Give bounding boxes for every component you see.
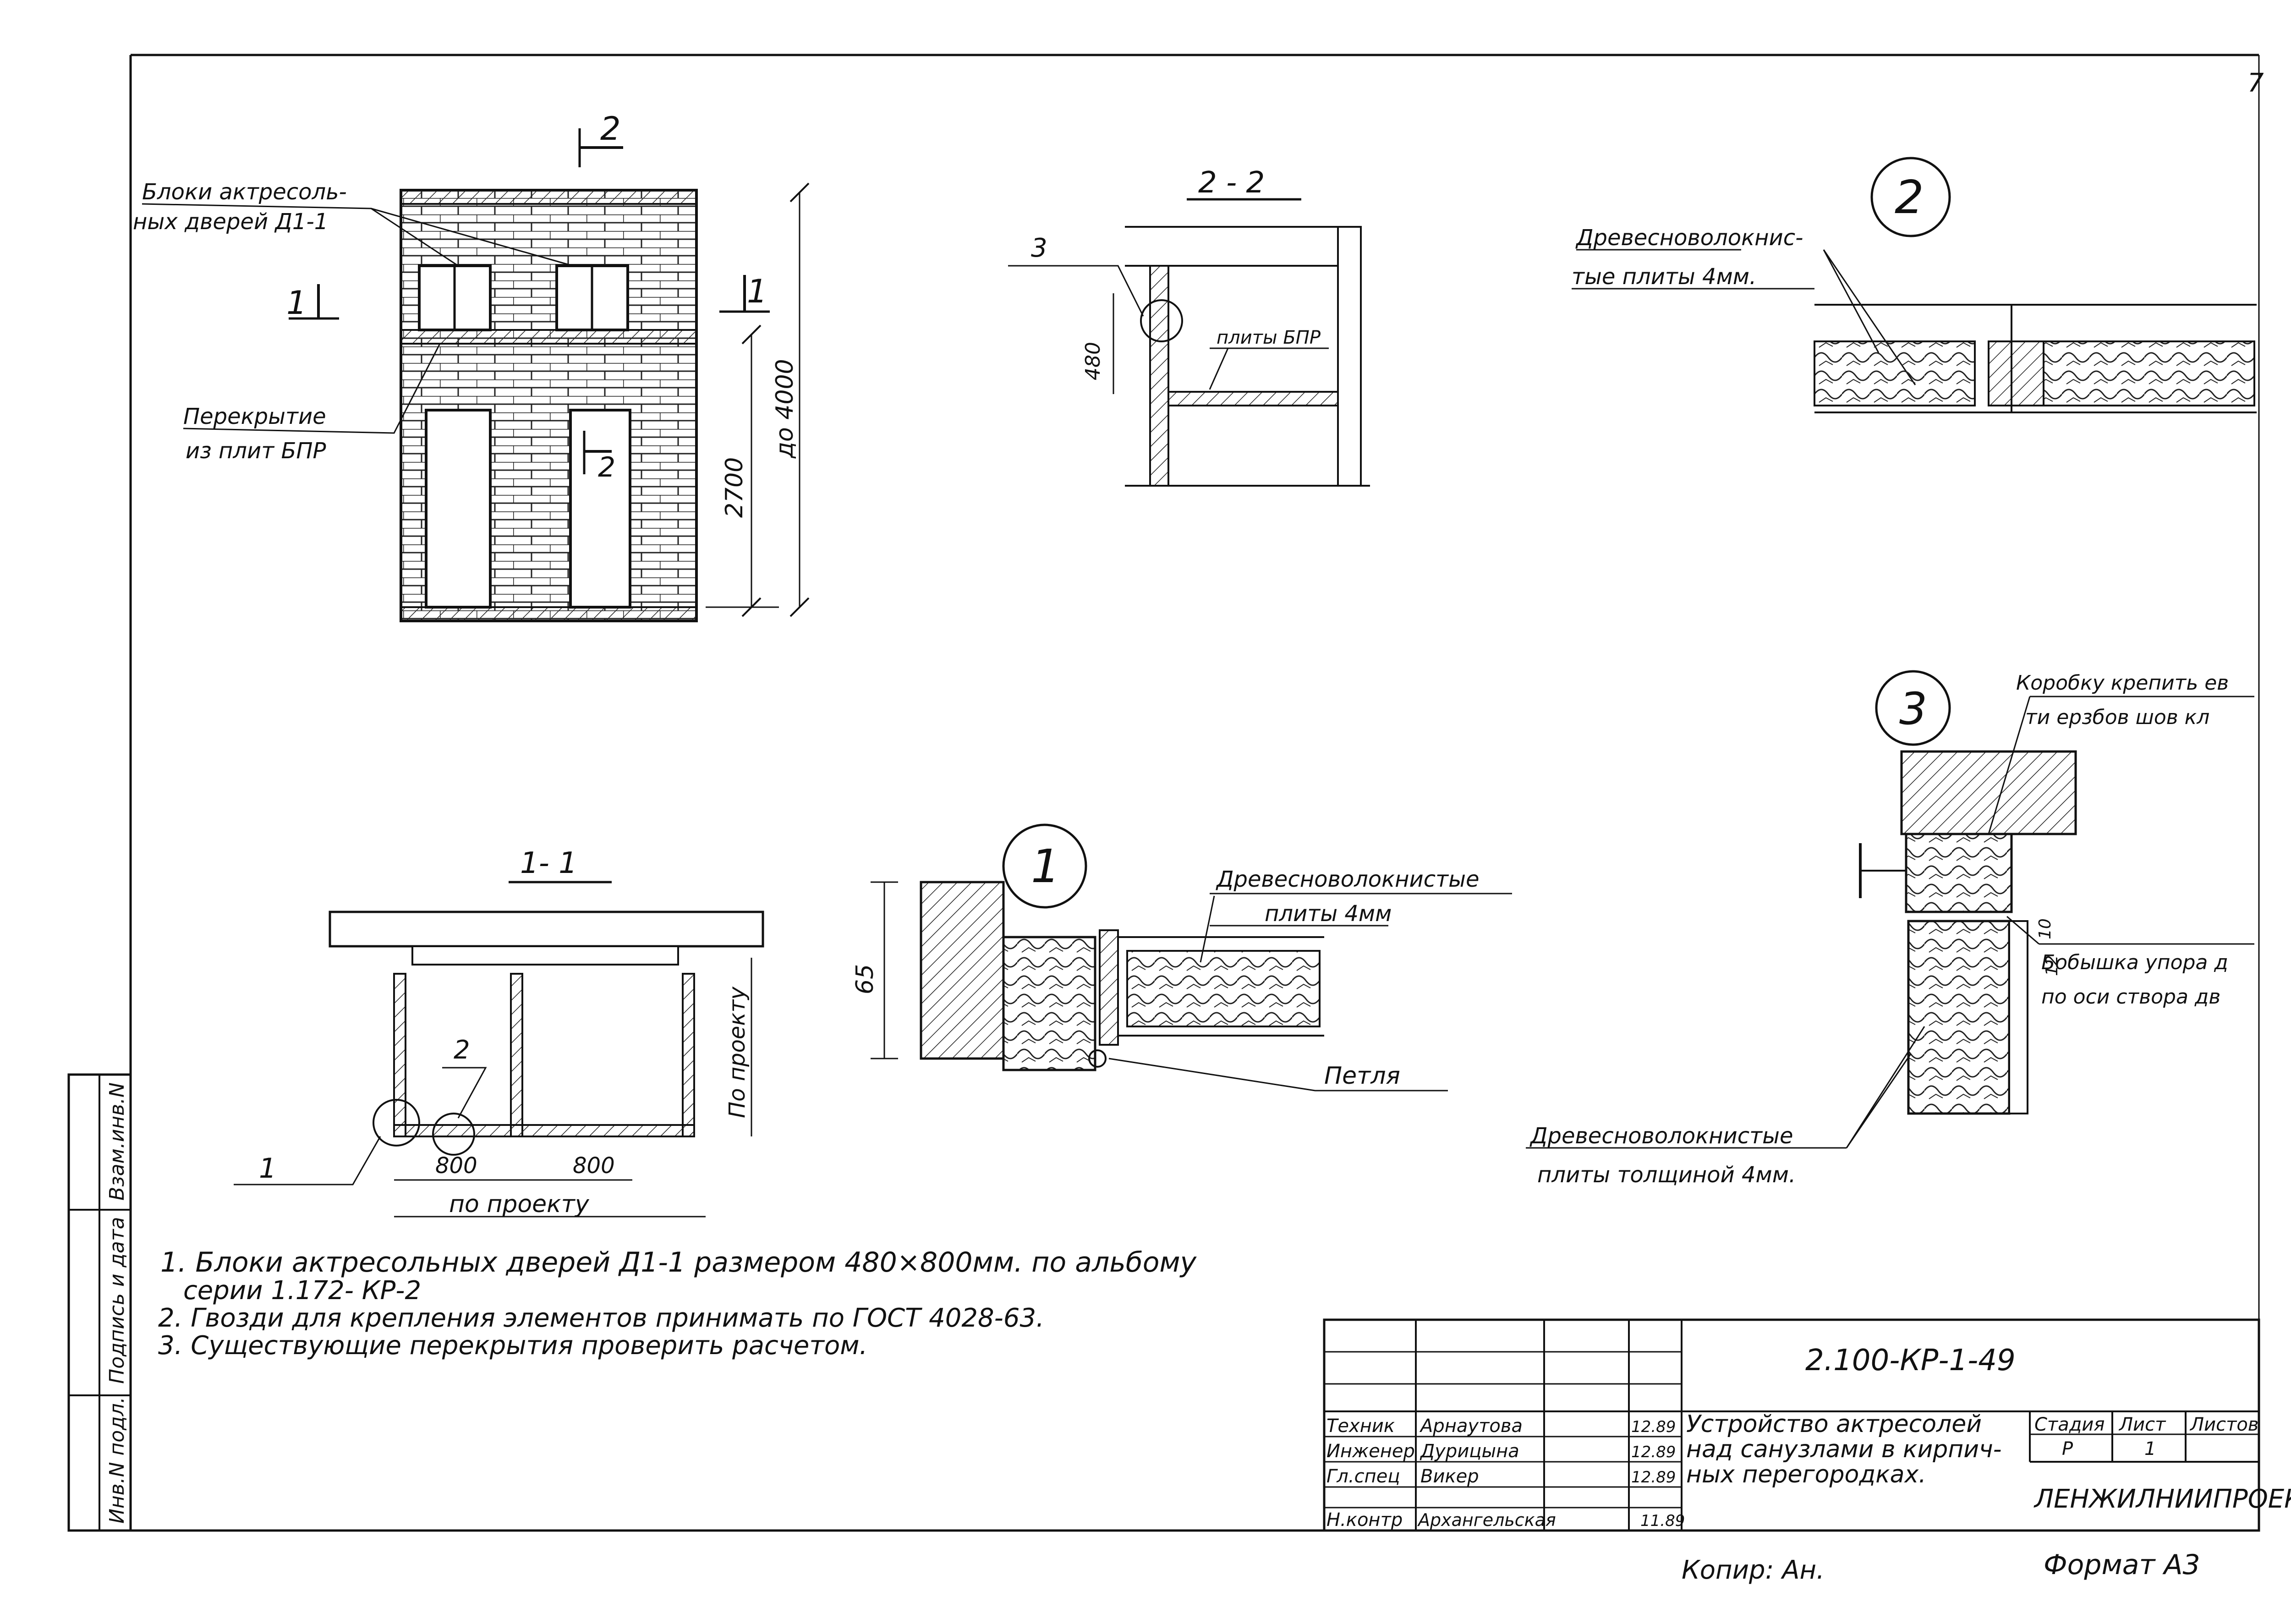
- col-stage: Стадия: [2034, 1414, 2105, 1435]
- label-mezzanine-doors: Блоки актресоль-: [142, 179, 347, 205]
- date-1: 12.89: [1631, 1443, 1676, 1461]
- svg-text:800: 800: [435, 1153, 477, 1179]
- detail-1-label-fiber: Древесноволокнистые: [1216, 867, 1480, 892]
- side-stamp: Взам.инв.N Подпись и дата Инв.N подл.: [67, 1073, 132, 1532]
- detail-3-label-boss-2: по оси створа дв: [2041, 985, 2220, 1009]
- col-sheet: Лист: [2118, 1414, 2166, 1435]
- organization: ЛЕНЖИЛНИИПРОЕКТ: [2033, 1484, 2291, 1514]
- section-2-2: 2 - 2 3 480 плиты БПР: [1008, 166, 1370, 487]
- svg-text:65: 65: [851, 964, 879, 994]
- mezzanine-door-block-left: [418, 264, 492, 331]
- note-2: 2. Гвозди для крепления элементов приним…: [158, 1303, 1044, 1333]
- description-1: Устройство актресолей: [1686, 1410, 1982, 1438]
- role-4: Н.контр: [1326, 1509, 1403, 1531]
- drawing-code: 2.100-КР-1-49: [1805, 1344, 2016, 1377]
- svg-text:Подпись и дата: Подпись и дата: [105, 1217, 129, 1384]
- name-4: Архангельская: [1417, 1510, 1556, 1530]
- section-1-1-title: 1- 1: [520, 846, 577, 880]
- svg-text:2: 2: [598, 451, 615, 483]
- sheet-value: 1: [2144, 1438, 2156, 1459]
- svg-text:12: 12: [2043, 955, 2061, 976]
- footer-format: Формат А3: [2044, 1549, 2200, 1581]
- label-slab: Перекрытие: [183, 404, 326, 429]
- section-1-1-callout-2: 2: [454, 1035, 470, 1065]
- svg-text:по проекту: по проекту: [449, 1191, 590, 1218]
- detail-2-number: 2: [1895, 170, 1924, 224]
- detail-2-label: Древесноволокнис-: [1575, 225, 1803, 251]
- detail-3-label-frame-2: ти ерзбов шов кл: [2025, 706, 2209, 729]
- detail-1-label-hinge: Петля: [1324, 1062, 1400, 1090]
- note-3: 3. Существующие перекрытия проверить рас…: [158, 1331, 867, 1361]
- cut-marker-2-top: 2: [578, 110, 623, 167]
- detail-3: 3 Коробку крепить ев ти ерзбов шов кл Бо…: [1526, 670, 2254, 1188]
- detail-1-label-fiber-2: плиты 4мм: [1265, 901, 1392, 927]
- section-2-2-title: 2 - 2: [1198, 166, 1265, 200]
- toilet-door-left: [425, 409, 492, 609]
- general-notes: 1. Блоки актресольных дверей Д1-1 размер…: [158, 1246, 1197, 1361]
- section-1-1-callout-1: 1: [259, 1152, 276, 1185]
- svg-text:800: 800: [573, 1153, 615, 1179]
- name-0: Арнаутова: [1419, 1416, 1523, 1437]
- description-3: ных перегородках.: [1686, 1461, 1926, 1488]
- date-2: 12.89: [1631, 1468, 1676, 1487]
- svg-text:до 4000: до 4000: [771, 359, 799, 459]
- toilet-door-right: [569, 409, 631, 609]
- detail-3-label-fiber-2: плиты толщиной 4мм.: [1537, 1162, 1796, 1188]
- cut-marker-2-middle: 2: [583, 431, 615, 483]
- description-2: над санузлами в кирпич-: [1686, 1436, 2002, 1463]
- cut-marker-1-left: 1: [286, 284, 339, 322]
- date-0: 12.89: [1631, 1418, 1676, 1436]
- label-slab-2: из плит БПР: [186, 438, 326, 464]
- detail-3-label-boss: Бобышка упора д: [2041, 951, 2228, 974]
- section-2-2-callout: 3: [1031, 233, 1047, 263]
- svg-text:Взам.инв.N: Взам.инв.N: [105, 1082, 129, 1201]
- title-block: 2.100-КР-1-49 Техник Инженер Гл.спец Н.к…: [1323, 1318, 2291, 1532]
- elevation-view: Блоки актресоль- ных дверей Д1-1 Перекры…: [133, 110, 810, 622]
- svg-text:Инв.N подл.: Инв.N подл.: [105, 1397, 129, 1524]
- page-number: 7: [2247, 68, 2264, 98]
- dimension-2700: 2700: [706, 324, 779, 617]
- name-2: Викер: [1420, 1466, 1479, 1487]
- note-1: 1. Блоки актресольных дверей Д1-1 размер…: [160, 1246, 1197, 1278]
- detail-3-number: 3: [1899, 683, 1927, 735]
- detail-1: 1 65 Древесноволокнистые плиты 4мм Петля: [851, 823, 1512, 1092]
- detail-2: 2 Древесноволокнис- тые плиты 4мм.: [1572, 157, 2257, 413]
- svg-text:1: 1: [747, 273, 767, 310]
- detail-3-label-fiber: Древесноволокнистые: [1529, 1123, 1793, 1149]
- svg-text:480: 480: [1081, 342, 1105, 380]
- role-1: Инженер: [1326, 1441, 1415, 1462]
- cut-marker-1-right: 1: [719, 273, 770, 313]
- role-2: Гл.спец: [1326, 1466, 1400, 1487]
- svg-text:2700: 2700: [721, 457, 748, 518]
- mezzanine-door-block-right: [555, 264, 629, 331]
- section-1-1: 1- 1 1 2 800 800 по проекту По проекту: [234, 846, 764, 1218]
- label-mezzanine-doors-2: ных дверей Д1-1: [133, 209, 328, 235]
- role-0: Техник: [1326, 1416, 1395, 1437]
- detail-1-number: 1: [1031, 839, 1060, 893]
- stage-value: Р: [2062, 1438, 2073, 1459]
- svg-text:1: 1: [286, 284, 307, 322]
- svg-text:2: 2: [600, 110, 621, 148]
- svg-text:По проекту: По проекту: [724, 987, 750, 1118]
- col-sheets: Листов: [2189, 1414, 2258, 1435]
- svg-text:плиты БПР: плиты БПР: [1217, 327, 1321, 348]
- dimension-4000: до 4000: [771, 182, 810, 617]
- name-1: Дурицына: [1420, 1441, 1519, 1462]
- detail-2-label-2: тые плиты 4мм.: [1572, 264, 1756, 290]
- svg-text:10: 10: [2036, 918, 2055, 939]
- date-4: 11.89: [1640, 1512, 1685, 1530]
- footer-copied: Копир: Ан.: [1682, 1555, 1825, 1585]
- detail-3-label-frame: Коробку крепить ев: [2016, 671, 2229, 695]
- note-1-cont: серии 1.172- КР-2: [183, 1276, 421, 1306]
